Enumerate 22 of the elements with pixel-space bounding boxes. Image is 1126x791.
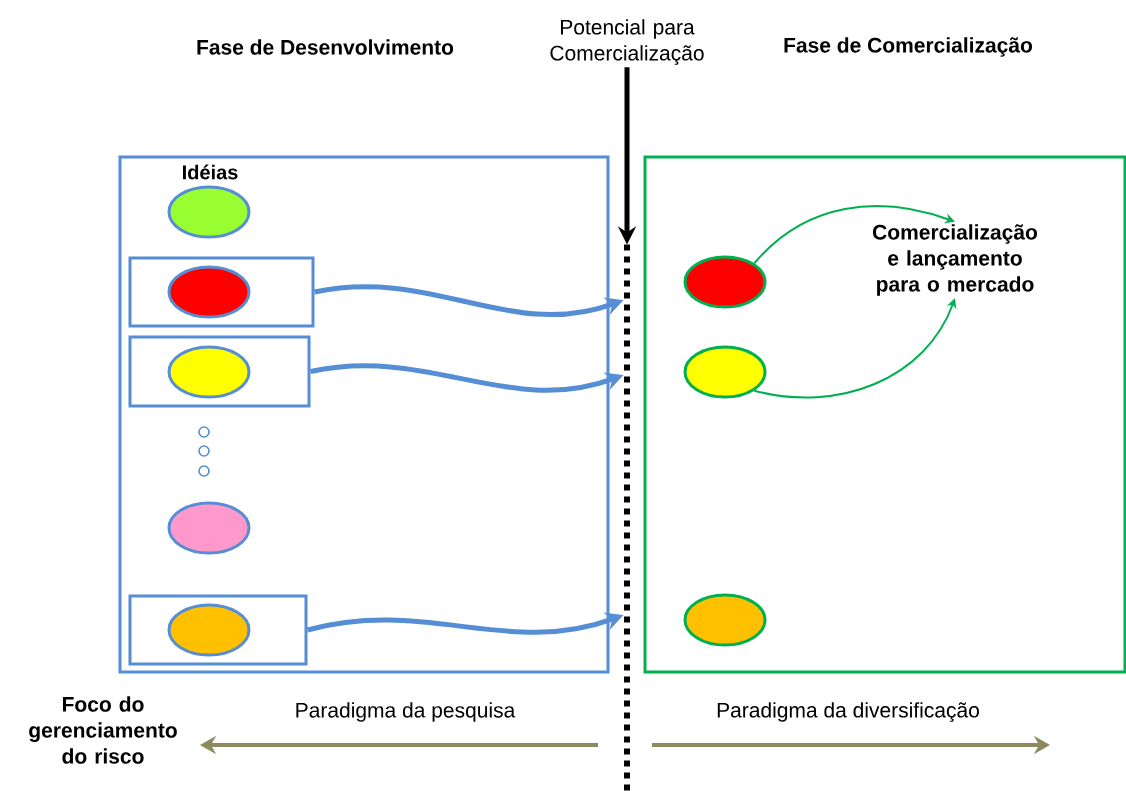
risk-focus-text: Foco do gerenciamento do risco [29,696,177,764]
market-launch-text: Comercialização e lançamento para o mercado [873,224,1038,296]
idea-ellipse [167,265,251,319]
market-panel [643,155,1126,674]
idea-ellipse [167,501,251,555]
idea-ellipse [167,603,251,657]
selection-box [128,335,311,408]
paradigm-label: Paradigma da diversificação [717,702,979,722]
paradigm-label: Paradigma da pesquisa [296,702,516,722]
potential-heading: Potencial para Comercialização [550,19,704,65]
selection-box [128,594,308,666]
phase-heading: Fase de Desenvolvimento [197,39,454,55]
phase-heading: Fase de Comercialização [784,37,1033,57]
idea-ellipse [167,185,251,239]
ideas-panel: Idéias [118,155,610,674]
product-ellipse [683,345,767,399]
selection-box [128,256,315,328]
dotted-divider [624,244,630,791]
product-ellipse [683,593,767,647]
idea-ellipse [167,345,251,399]
arrow [753,205,955,265]
product-ellipse [683,255,767,309]
